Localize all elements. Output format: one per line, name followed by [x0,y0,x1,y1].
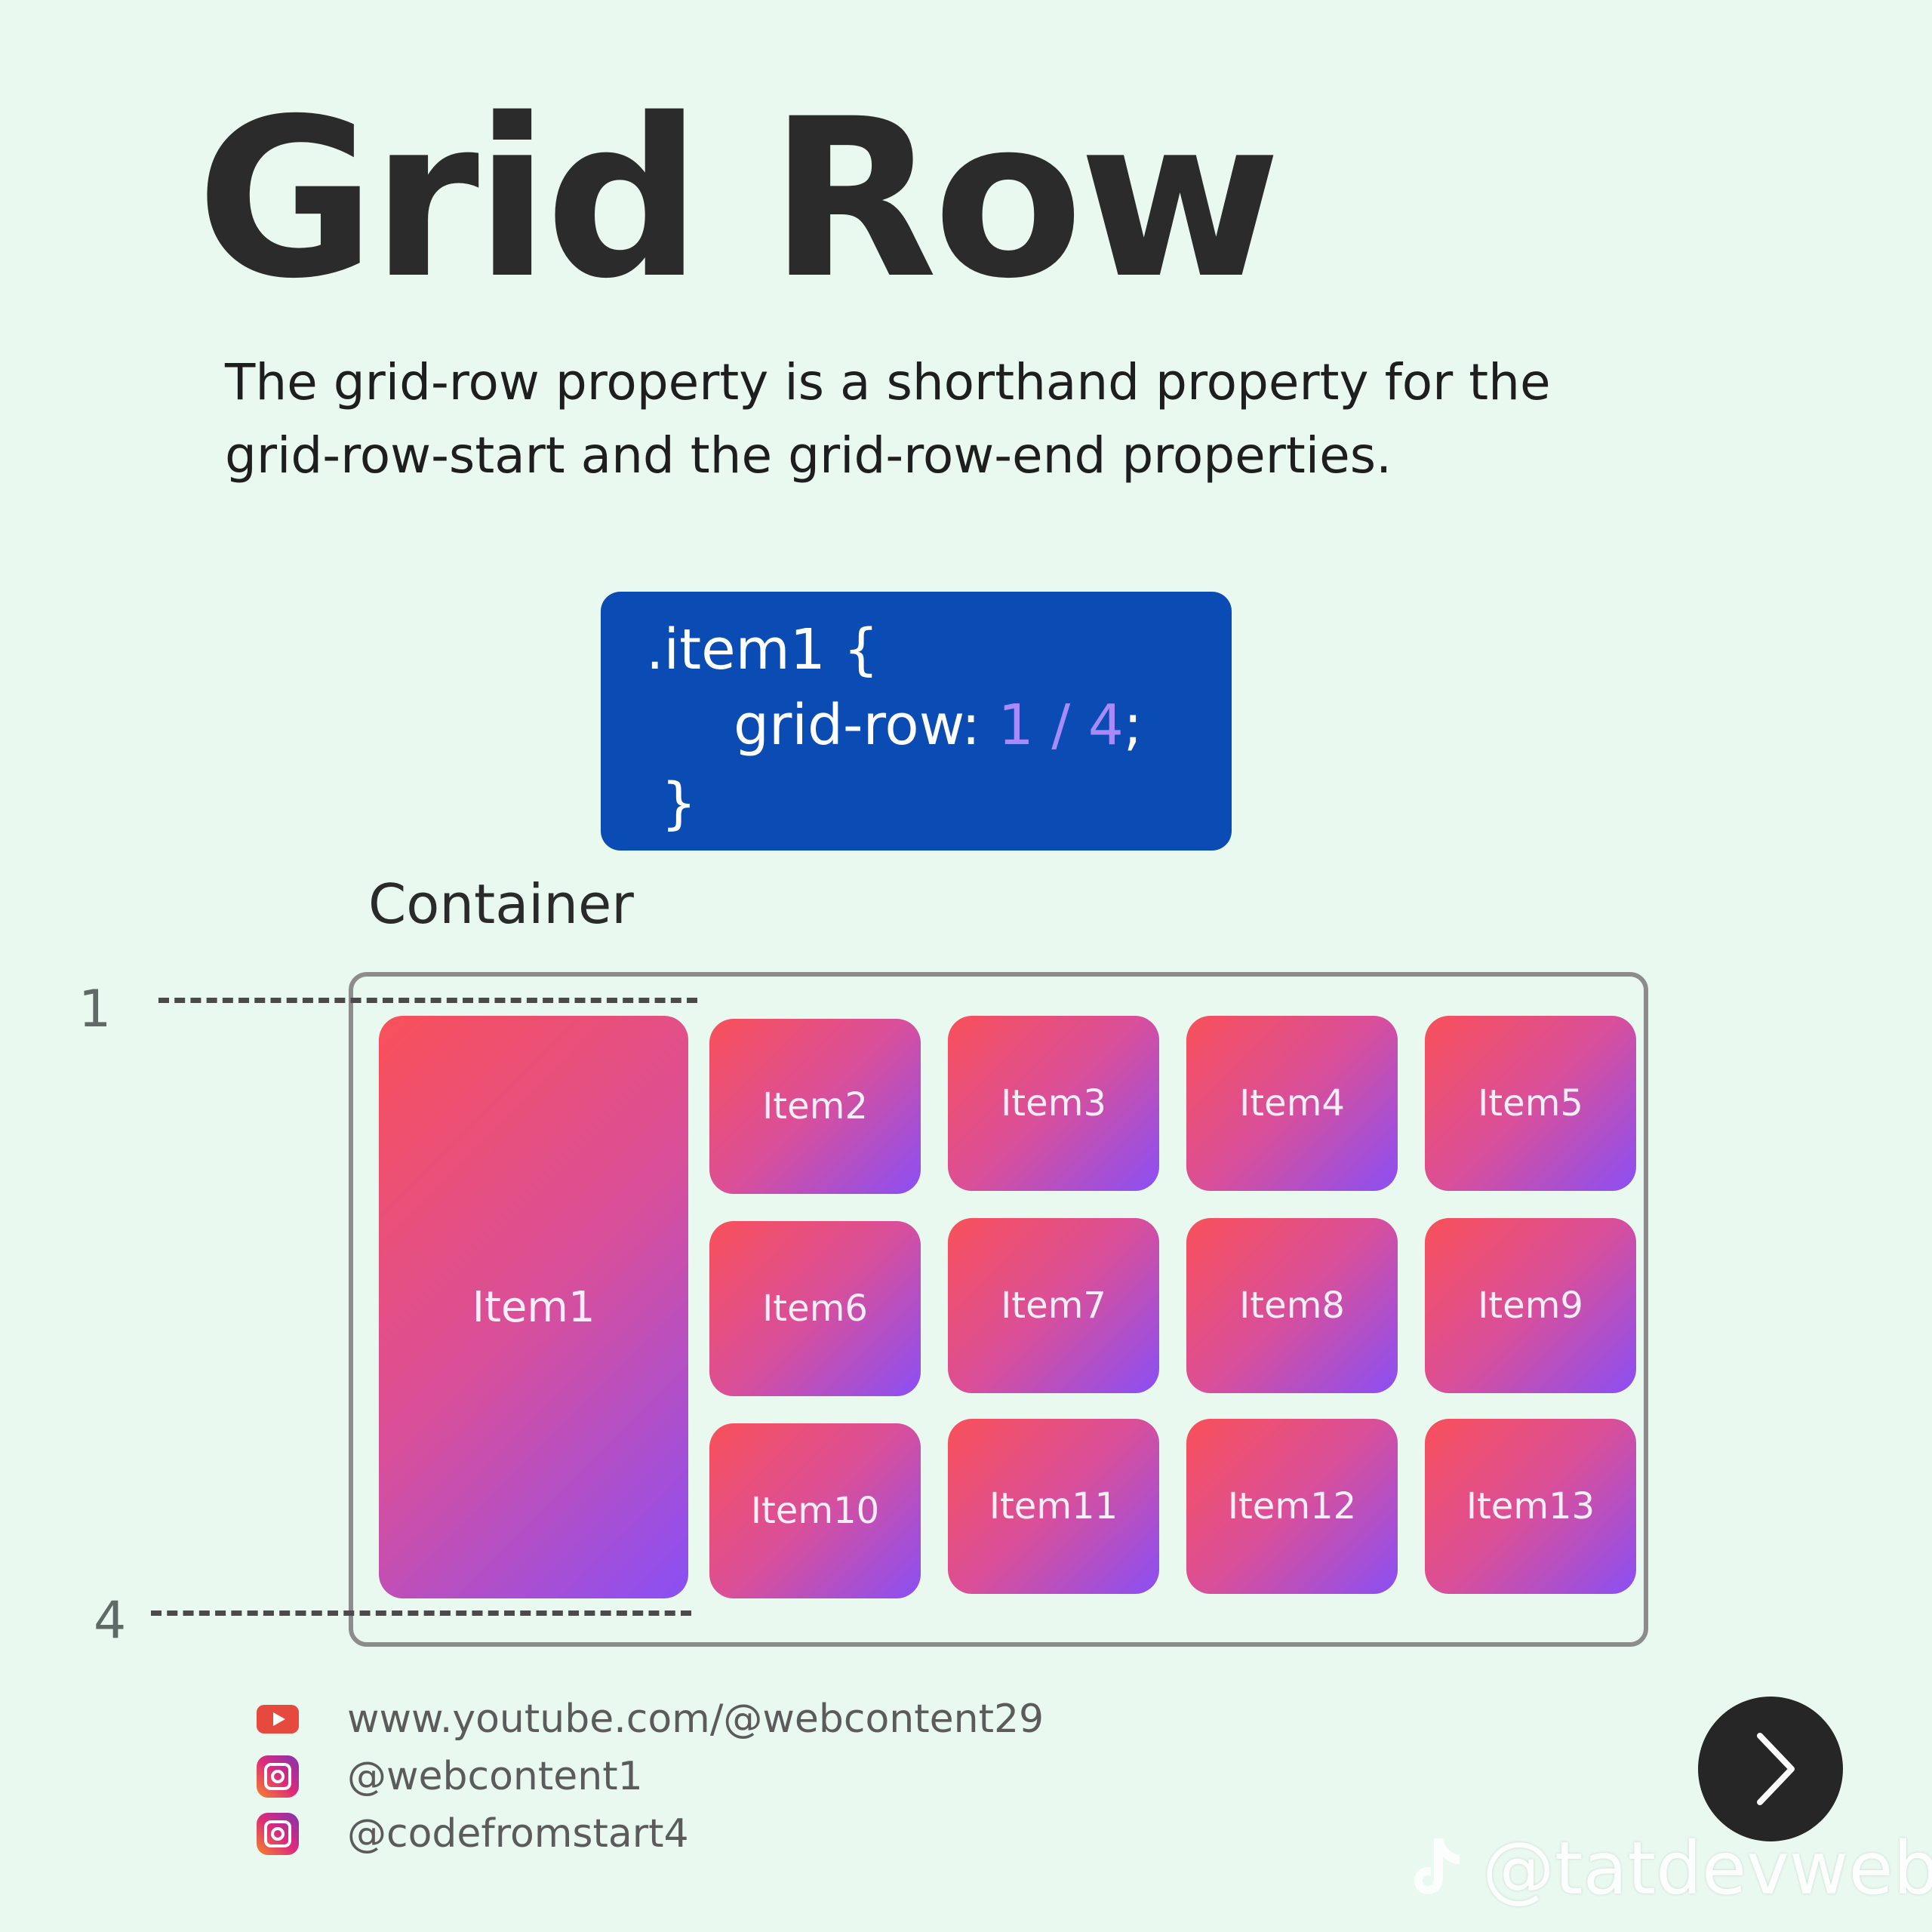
footer-instagram-link-1[interactable]: @webcontent1 [257,1754,643,1799]
row-line-label-end: 4 [94,1591,127,1651]
watermark-handle: @tatdevweb [1482,1826,1932,1911]
grid-item-1: Item1 [379,1016,688,1598]
description-text: The grid-row property is a shorthand pro… [225,353,1551,485]
footer-youtube-text: www.youtube.com/@webcontent29 [347,1697,1044,1742]
container-label: Container [368,872,634,936]
footer-instagram-text-2: @codefromstart4 [347,1811,689,1857]
grid-item-10: Item10 [709,1423,921,1598]
youtube-icon [257,1705,299,1734]
grid-container [349,972,1648,1647]
page-title: Grid Row [196,72,1281,327]
code-close-brace: } [661,771,697,836]
footer-instagram-text-1: @webcontent1 [347,1754,643,1799]
grid-item-7: Item7 [948,1218,1159,1393]
grid-item-3: Item3 [948,1016,1159,1191]
grid-item-12: Item12 [1186,1419,1398,1594]
next-button[interactable] [1698,1697,1843,1841]
code-semicolon: ; [1123,693,1143,758]
instagram-icon [257,1755,299,1798]
code-selector: .item1 { [646,617,879,682]
code-property: grid-row: [734,693,998,758]
grid-item-9: Item9 [1425,1218,1636,1393]
code-block: .item1 { grid-row: 1 / 4; } [601,592,1232,851]
row-line-start [158,998,697,1003]
grid-item-13: Item13 [1425,1419,1636,1594]
footer-instagram-link-2[interactable]: @codefromstart4 [257,1811,689,1857]
chevron-right-icon [1757,1733,1795,1805]
grid-item-2: Item2 [709,1019,921,1194]
row-line-label-start: 1 [78,980,112,1039]
code-declaration: grid-row: 1 / 4; [734,697,1143,753]
grid-item-8: Item8 [1186,1218,1398,1393]
grid-item-5: Item5 [1425,1016,1636,1191]
tiktok-icon [1414,1838,1460,1894]
footer-youtube-link[interactable]: www.youtube.com/@webcontent29 [257,1697,1044,1742]
row-line-end [151,1611,691,1616]
instagram-icon [257,1813,299,1855]
grid-item-11: Item11 [948,1419,1159,1594]
grid-item-4: Item4 [1186,1016,1398,1191]
grid-item-6: Item6 [709,1221,921,1396]
tiktok-watermark: @tatdevweb [1410,1826,1932,1911]
code-value: 1 / 4 [998,693,1124,758]
